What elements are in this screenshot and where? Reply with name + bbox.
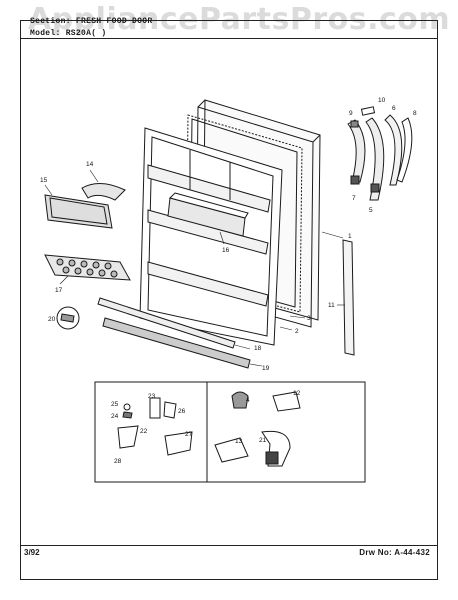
callout-2: 2 [295,328,299,335]
callout-4: 4 [246,397,250,404]
door-liner [139,127,283,346]
callout-6: 6 [392,105,396,112]
egg-tray [44,254,131,281]
callout-14: 14 [86,161,94,168]
callout-15: 15 [40,177,48,184]
watermark: AppliancePartsPros.com [28,2,451,37]
callout-1: 1 [348,233,352,240]
callout-21: 21 [259,437,267,444]
callout-13: 13 [235,438,243,445]
footer-divider [20,545,438,546]
revision-date: 3/92 [24,548,40,557]
diagram-frame [20,20,438,580]
callout-8: 8 [413,110,417,117]
callout-18: 18 [254,345,262,352]
drawing-number: Drw No: A-44-432 [359,548,430,557]
callout-10: 10 [378,97,386,104]
door-trim-strips [97,297,251,369]
callout-22: 22 [140,428,148,435]
callout-11: 11 [328,302,335,309]
callout-7: 7 [352,195,356,202]
callout-20: 20 [48,316,56,323]
detail-inset [94,381,366,483]
header-divider [20,38,438,39]
butter-bin [44,194,113,229]
callout-24: 24 [111,413,119,420]
callout-numbers: 1 2 3 4 5 6 7 8 9 10 11 12 13 14 15 16 1… [40,97,417,465]
butter-cover [81,183,126,201]
section-title: Section: FRESH FOOD DOOR [30,17,153,26]
callout-19: 19 [262,365,270,372]
callout-12: 12 [293,390,301,397]
callout-9: 9 [349,110,353,117]
dairy-compartment-door [167,192,249,237]
callout-28: 28 [114,458,122,465]
callout-17: 17 [55,287,63,294]
callout-27: 27 [185,431,193,438]
vertical-trim [342,239,355,356]
callout-16: 16 [222,247,230,254]
leader-lines [44,169,345,367]
callout-26: 26 [178,408,186,415]
callout-3: 3 [307,315,311,322]
callout-25: 25 [111,401,119,408]
model-label: Model: RS20A( ) [30,29,107,38]
stop-detail [56,306,80,330]
callout-23: 23 [148,393,156,400]
callout-5: 5 [369,207,373,214]
handle-assembly [347,106,413,201]
